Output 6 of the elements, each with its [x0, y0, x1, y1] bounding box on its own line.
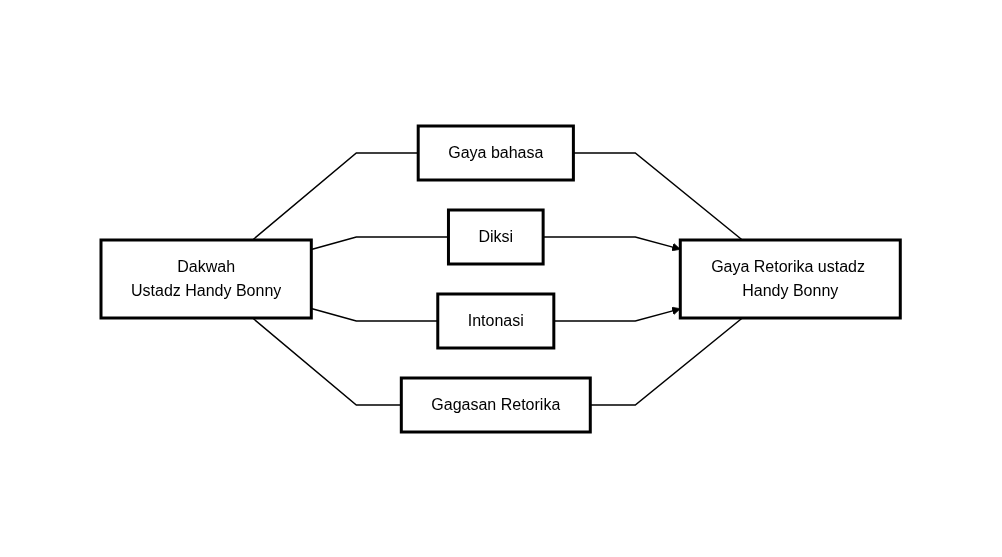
node-box: Diksi	[447, 208, 545, 265]
node-box: Gagasan Retorika	[400, 376, 593, 433]
node-box: Dakwah Ustadz Handy Bonny	[99, 238, 314, 319]
node-box: Gaya Retorika ustadz Handy Bonny	[679, 238, 903, 319]
node-box: Gaya bahasa	[417, 124, 576, 181]
node-box: Intonasi	[436, 292, 556, 349]
